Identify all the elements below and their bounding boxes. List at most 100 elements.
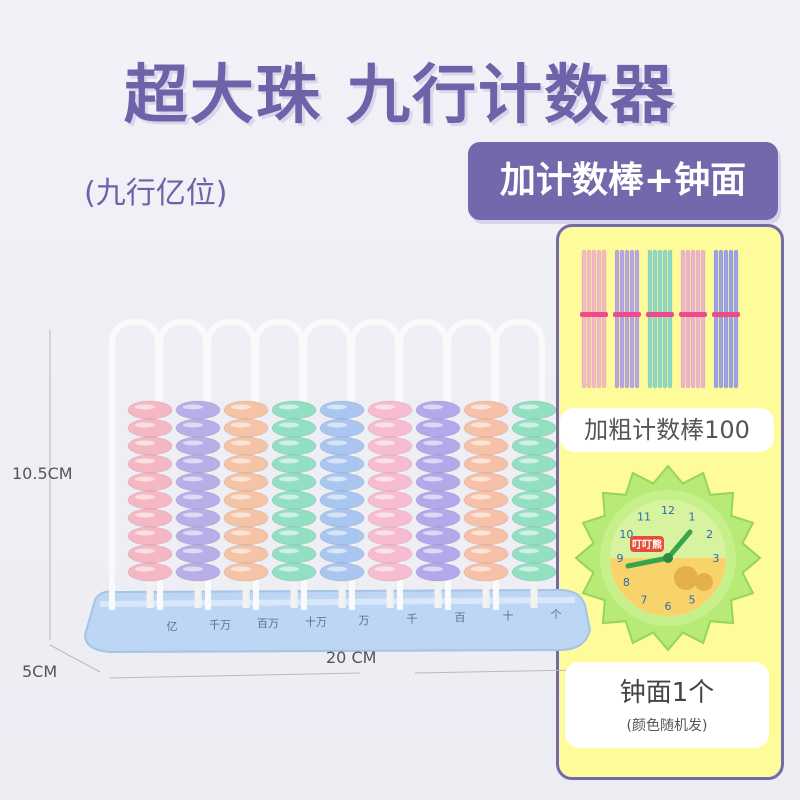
abacus-bead (415, 418, 461, 438)
width-dimension: 20 CM (326, 648, 377, 667)
abacus-wire (157, 318, 209, 610)
abacus-bead (511, 472, 557, 492)
abacus-bead (319, 400, 365, 420)
abacus-bead (367, 544, 413, 564)
bead-highlight (135, 440, 155, 446)
abacus-wire (445, 318, 497, 610)
counting-stick (629, 249, 635, 389)
bead-highlight (519, 458, 539, 464)
abacus-beads (127, 400, 557, 582)
clock-brand: 叮叮熊 (632, 538, 662, 551)
bead-highlight (471, 422, 491, 428)
abacus-wire (349, 318, 401, 610)
bead-highlight (471, 476, 491, 482)
bead-highlight (375, 458, 395, 464)
abacus-bead (367, 418, 413, 438)
abacus-bead (127, 508, 173, 528)
rubber-band (580, 312, 608, 317)
clock-number: 11 (637, 510, 651, 523)
bead-highlight (135, 548, 155, 554)
place-label: 个 (551, 608, 562, 621)
bead-highlight (375, 512, 395, 518)
place-label: 千万 (209, 619, 231, 632)
abacus-bead (463, 508, 509, 528)
bead-highlight (327, 548, 347, 554)
abacus-bead (319, 526, 365, 546)
counting-stick (647, 249, 653, 389)
abacus-bead (175, 544, 221, 564)
bead-highlight (231, 494, 251, 500)
bead-highlight (279, 476, 299, 482)
bead-highlight (423, 530, 443, 536)
abacus-bead (127, 562, 173, 582)
counting-stick (718, 249, 724, 389)
bead-highlight (135, 476, 155, 482)
clock-face: 123456789101112 叮叮熊 (574, 464, 762, 652)
bead-highlight (279, 458, 299, 464)
bead-highlight (279, 512, 299, 518)
abacus-bead (175, 490, 221, 510)
counting-stick (685, 249, 691, 389)
bead-highlight (519, 422, 539, 428)
height-dimension: 10.5CM (12, 464, 73, 483)
bead-highlight (183, 512, 203, 518)
bead-highlight (135, 494, 155, 500)
bead-highlight (471, 530, 491, 536)
bead-highlight (471, 440, 491, 446)
abacus-bead (127, 544, 173, 564)
subtitle: (九行亿位) (84, 176, 228, 211)
abacus-bead (127, 490, 173, 510)
place-label: 亿 (167, 620, 178, 633)
rubber-band (712, 312, 740, 317)
bead-highlight (183, 530, 203, 536)
abacus-bead (511, 526, 557, 546)
counting-stick (619, 249, 625, 389)
bead-highlight (135, 530, 155, 536)
clock-number: 10 (619, 528, 633, 541)
bead-highlight (279, 548, 299, 554)
bead-highlight (231, 458, 251, 464)
abacus-bead (511, 490, 557, 510)
clock-label-main: 钟面1个 (619, 678, 715, 708)
abacus-bead (463, 418, 509, 438)
abacus-wire (253, 318, 305, 610)
abacus-bead (319, 454, 365, 474)
bead-highlight (519, 476, 539, 482)
abacus-bead (319, 472, 365, 492)
bead-highlight (519, 566, 539, 572)
abacus-bead (223, 418, 269, 438)
bead-highlight (375, 566, 395, 572)
abacus-bead (271, 454, 317, 474)
abacus-bead (367, 454, 413, 474)
place-label: 千 (407, 613, 418, 626)
extras-badge: 加计数棒+钟面 (468, 142, 778, 220)
abacus-bead (175, 454, 221, 474)
abacus-bead (367, 400, 413, 420)
depth-dimension: 5CM (22, 662, 58, 681)
clock-number: 8 (623, 576, 630, 589)
rubber-band (646, 312, 674, 317)
abacus-bead (223, 490, 269, 510)
abacus-wire (397, 318, 449, 610)
abacus-bead (463, 544, 509, 564)
bead-highlight (231, 476, 251, 482)
bead-highlight (375, 476, 395, 482)
bead-highlight (183, 404, 203, 410)
counting-stick (733, 249, 739, 389)
bead-highlight (519, 494, 539, 500)
abacus-bead (175, 562, 221, 582)
abacus-bead (367, 562, 413, 582)
bead-highlight (183, 440, 203, 446)
bead-highlight (471, 494, 491, 500)
counting-stick (634, 249, 640, 389)
bead-highlight (279, 494, 299, 500)
abacus-bead (319, 436, 365, 456)
abacus-wire (109, 318, 161, 610)
abacus-bead (511, 508, 557, 528)
clock-number: 2 (706, 528, 713, 541)
bead-highlight (231, 512, 251, 518)
bead-highlight (423, 494, 443, 500)
abacus-bead (223, 472, 269, 492)
abacus-wire (205, 318, 257, 610)
abacus-bead (463, 526, 509, 546)
